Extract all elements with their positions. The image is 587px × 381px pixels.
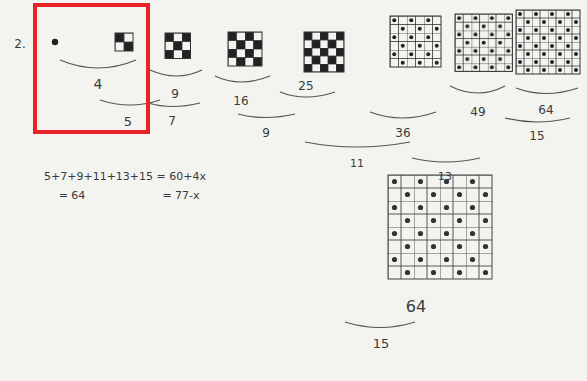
label-slot: 49 <box>470 101 485 120</box>
number-label: 49 <box>470 105 485 119</box>
label-slot: 64 <box>538 99 553 118</box>
grid-5 <box>304 32 344 72</box>
label-slot: 9 <box>262 122 270 141</box>
grid-8 <box>516 10 580 74</box>
number-label: 5 <box>124 114 132 129</box>
number-label: 36 <box>395 126 410 140</box>
dot <box>52 39 58 45</box>
label-slot: 5 <box>124 111 132 130</box>
number-label: 25 <box>298 79 313 93</box>
label-slot: 11 <box>350 152 364 171</box>
equation-text: = 64 <box>59 189 86 202</box>
brackets <box>60 60 578 328</box>
label-slot: 64 <box>406 297 426 316</box>
number-label: 15 <box>373 336 390 351</box>
label-slot: 16 <box>233 90 248 109</box>
equation-text: = 77-x <box>162 189 199 202</box>
label-slot: 4 <box>94 74 103 93</box>
highlight-box <box>35 5 148 132</box>
label-slot: = 77-x <box>162 184 199 203</box>
label-slot: 15 <box>529 125 544 144</box>
grid-7 <box>455 14 512 71</box>
number-label: 13 <box>438 170 452 183</box>
big-grid <box>388 175 492 279</box>
number-label: 4 <box>94 76 103 92</box>
number-label: 15 <box>529 129 544 143</box>
number-label: 2. <box>14 37 25 51</box>
number-label: 9 <box>171 87 179 101</box>
label-slot: 13 <box>438 165 452 184</box>
grid-4 <box>228 32 262 66</box>
grid-2 <box>115 33 133 51</box>
grid-3 <box>165 33 191 59</box>
number-label: 11 <box>350 157 364 170</box>
number-label: 7 <box>168 114 176 128</box>
equation-text: 5+7+9+11+13+15 = 60+4x <box>44 170 206 183</box>
label-slot: 7 <box>168 110 176 129</box>
number-label: 9 <box>262 126 270 140</box>
number-label: 64 <box>406 297 426 316</box>
label-slot: 25 <box>298 75 313 94</box>
grid-6 <box>390 16 441 67</box>
label-slot: = 64 <box>59 184 86 203</box>
number-label: 16 <box>233 94 248 108</box>
label-slot: 2. <box>14 33 25 52</box>
label-slot: 36 <box>395 122 410 141</box>
label-slot: 5+7+9+11+13+15 = 60+4x <box>44 165 206 184</box>
label-slot: 9 <box>171 83 179 102</box>
number-label: 64 <box>538 103 553 117</box>
label-slot: 15 <box>373 333 390 352</box>
